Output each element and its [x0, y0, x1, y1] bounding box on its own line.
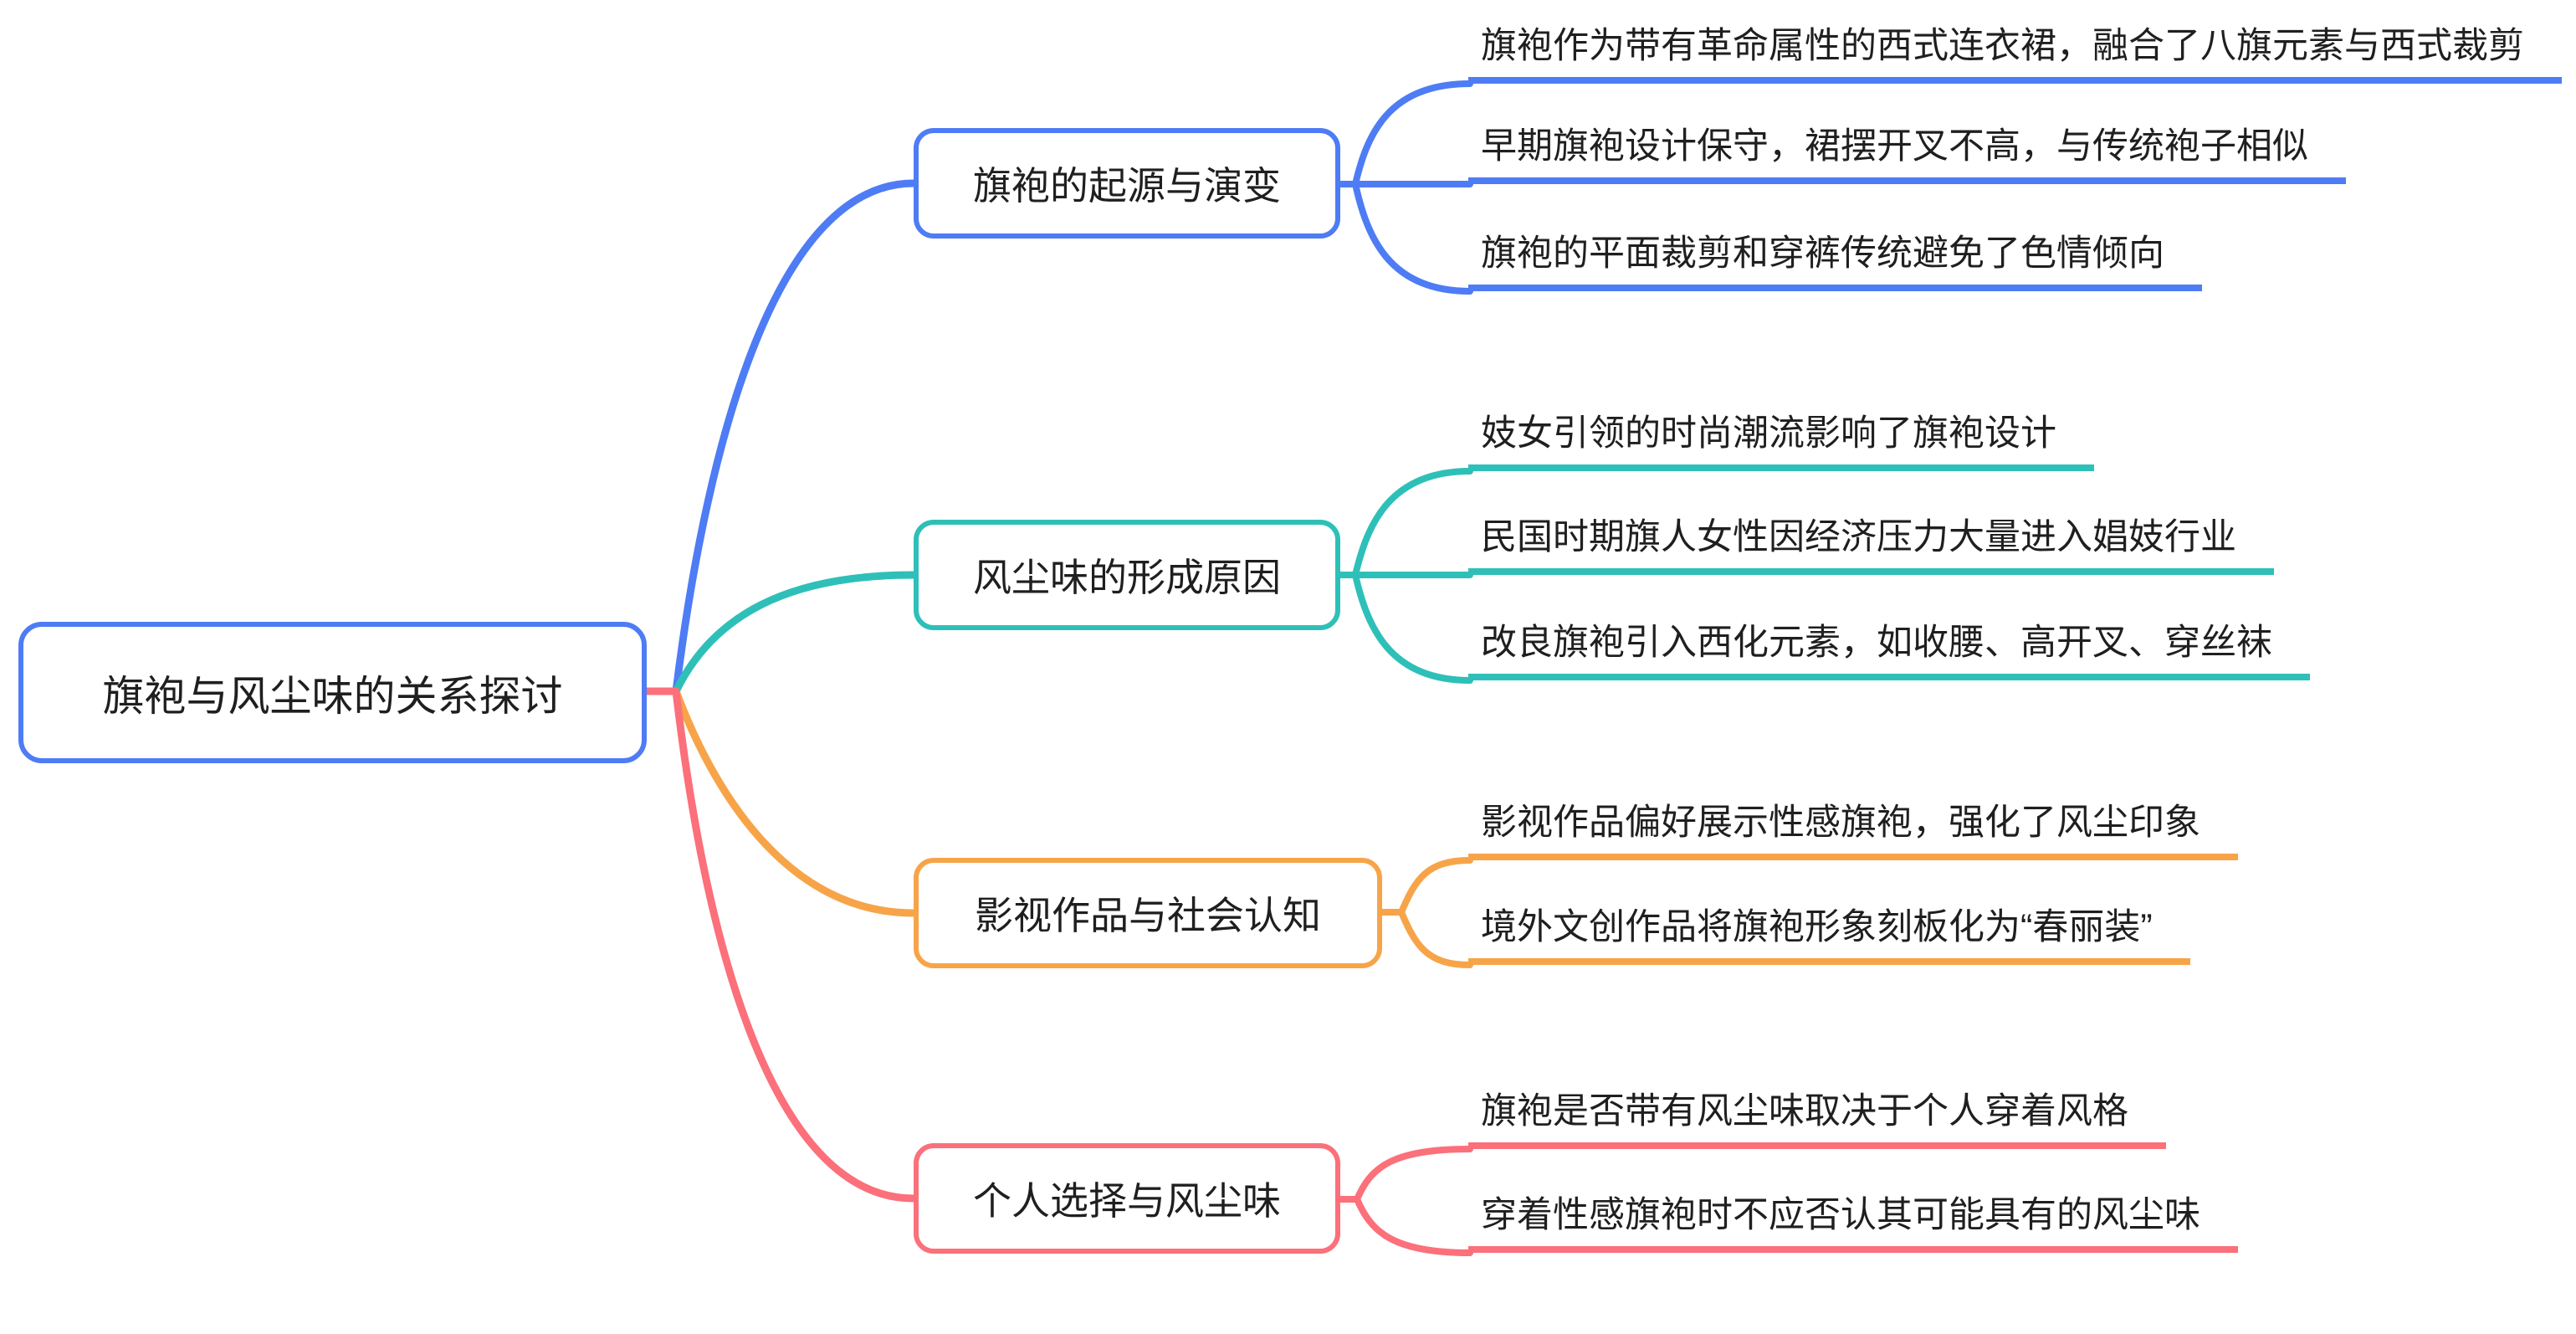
leaf-item[interactable]: 穿着性感旗袍时不应否认其可能具有的风尘味	[1468, 1193, 2238, 1253]
leaf-item[interactable]: 改良旗袍引入西化元素，如收腰、高开叉、穿丝袜	[1468, 620, 2310, 680]
leaf-label: 境外文创作品将旗袍形象刻板化为“春丽装”	[1481, 907, 2153, 947]
branch-node-origin-evolution[interactable]: 旗袍的起源与演变	[914, 128, 1340, 239]
branch1-connectors	[672, 80, 1473, 695]
leaf-item[interactable]: 境外文创作品将旗袍形象刻板化为“春丽装”	[1468, 905, 2190, 965]
leaf-label: 改良旗袍引入西化元素，如收腰、高开叉、穿丝袜	[1481, 623, 2272, 663]
leaf-item[interactable]: 妓女引领的时尚潮流影响了旗袍设计	[1468, 411, 2094, 471]
leaf-label: 早期旗袍设计保守，裙摆开叉不高，与传统袍子相似	[1481, 126, 2308, 167]
branch2-connectors	[672, 468, 1473, 695]
leaf-item[interactable]: 旗袍作为带有革命属性的西式连衣裙，融合了八旗元素与西式裁剪	[1468, 23, 2562, 84]
leaf-item[interactable]: 早期旗袍设计保守，裙摆开叉不高，与传统袍子相似	[1468, 124, 2346, 184]
leaf-label: 旗袍是否带有风尘味取决于个人穿着风格	[1481, 1091, 2128, 1131]
root-node-label: 旗袍与风尘味的关系探讨	[102, 672, 563, 720]
branch-node-media-perception[interactable]: 影视作品与社会认知	[914, 858, 1382, 968]
leaf-label: 影视作品偏好展示性感旗袍，强化了风尘印象	[1481, 803, 2200, 843]
leaf-label: 穿着性感旗袍时不应否认其可能具有的风尘味	[1481, 1195, 2200, 1235]
leaf-item[interactable]: 旗袍的平面裁剪和穿裤传统避免了色情倾向	[1468, 231, 2202, 291]
leaf-label: 妓女引领的时尚潮流影响了旗袍设计	[1481, 413, 2056, 454]
leaf-label: 民国时期旗人女性因经济压力大量进入娼妓行业	[1481, 517, 2236, 557]
leaf-label: 旗袍作为带有革命属性的西式连衣裙，融合了八旗元素与西式裁剪	[1481, 26, 2524, 66]
branch3-connectors	[672, 687, 1473, 968]
branch-node-label: 影视作品与社会认知	[975, 894, 1321, 937]
branch-node-label: 风尘味的形成原因	[973, 556, 1281, 599]
leaf-item[interactable]: 影视作品偏好展示性感旗袍，强化了风尘印象	[1468, 800, 2238, 860]
leaf-label: 旗袍的平面裁剪和穿裤传统避免了色情倾向	[1481, 233, 2164, 274]
leaf-item[interactable]: 旗袍是否带有风尘味取决于个人穿着风格	[1468, 1089, 2166, 1149]
branch-node-dust-flavor-causes[interactable]: 风尘味的形成原因	[914, 520, 1340, 630]
leaf-item[interactable]: 民国时期旗人女性因经济压力大量进入娼妓行业	[1468, 515, 2274, 575]
branch4-connectors	[641, 687, 1473, 1256]
branch-node-label: 旗袍的起源与演变	[973, 164, 1281, 208]
root-node[interactable]: 旗袍与风尘味的关系探讨	[18, 622, 647, 763]
branch-node-personal-choice[interactable]: 个人选择与风尘味	[914, 1143, 1340, 1254]
branch-node-label: 个人选择与风尘味	[973, 1179, 1281, 1223]
